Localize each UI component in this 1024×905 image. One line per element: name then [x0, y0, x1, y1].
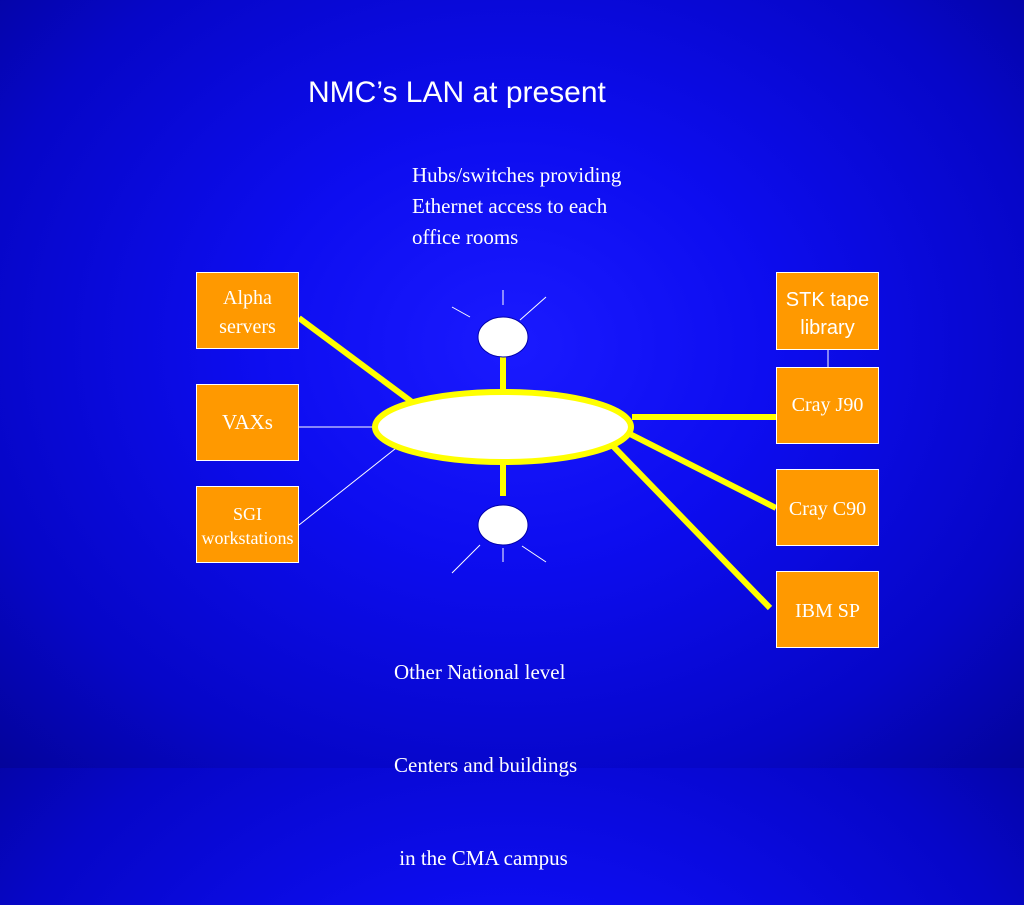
hub-top-spoke-right — [519, 296, 547, 321]
node-label: IBM SP — [794, 600, 861, 622]
node-label: Alpha — [223, 287, 272, 309]
link-core-ibm-sp — [609, 442, 773, 611]
node-label: STK tape — [785, 289, 870, 311]
node-ibm-sp: IBM SP — [776, 571, 879, 648]
node-label: Cray C90 — [788, 498, 867, 520]
link-core-cray-c90 — [624, 429, 778, 511]
campus-note-line: in the CMA campus — [394, 846, 568, 870]
node-stk-tape-library: STK tape library — [776, 272, 879, 350]
node-vaxs: VAXs — [196, 384, 299, 461]
node-label: library — [800, 317, 855, 339]
node-label: SGI — [232, 504, 262, 524]
hub-bottom — [477, 504, 529, 546]
campus-note-line: Centers and buildings — [394, 753, 578, 777]
campus-note-line: Other National level — [394, 660, 566, 684]
hub-bottom-spoke-right — [521, 545, 547, 563]
hub-top — [477, 316, 529, 358]
node-sgi-workstations: SGI workstations — [196, 486, 299, 563]
node-label: workstations — [201, 528, 294, 548]
hub-bottom-spoke-left — [451, 544, 481, 574]
hub-top-spoke-left — [451, 306, 471, 318]
node-cray-c90: Cray C90 — [776, 469, 879, 546]
node-label: Cray J90 — [791, 394, 864, 416]
hubs-note-line: Ethernet access to each — [412, 194, 608, 218]
campus-note: Other National level Centers and buildin… — [394, 595, 577, 905]
link-sgi-core — [298, 444, 401, 526]
link-alpha-core — [297, 315, 414, 405]
node-alpha-servers: Alpha servers — [196, 272, 299, 349]
hubs-note-line: Hubs/switches providing — [412, 163, 622, 187]
hubs-note-line: office rooms — [412, 225, 519, 249]
hubs-note: Hubs/switches providing Ethernet access … — [412, 160, 621, 253]
node-label: VAXs — [222, 410, 273, 434]
node-label: servers — [219, 316, 276, 338]
slide-title: NMC’s LAN at present — [308, 76, 606, 109]
node-cray-j90: Cray J90 — [776, 367, 879, 444]
network-diagram — [297, 296, 778, 611]
core-switch-ring — [372, 389, 634, 465]
